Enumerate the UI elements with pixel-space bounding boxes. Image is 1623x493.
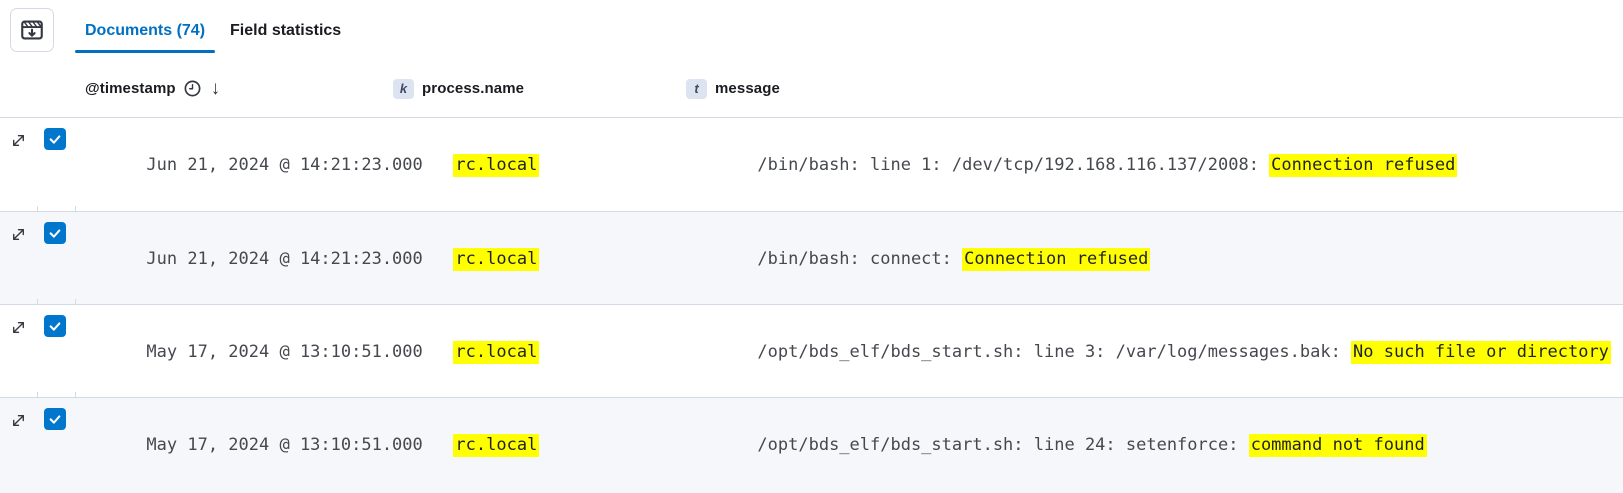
message-value: /opt/bds_elf/bds_start.sh: line 3: /var/… bbox=[757, 341, 1611, 364]
expand-document-button[interactable] bbox=[8, 130, 29, 151]
sort-descending-icon[interactable]: ↓ bbox=[210, 78, 221, 99]
timestamp-cell[interactable]: Jun 21, 2024 @ 14:21:23.000 bbox=[76, 220, 422, 295]
select-cell bbox=[38, 126, 76, 150]
expand-icon bbox=[10, 226, 27, 243]
message-value: /opt/bds_elf/bds_start.sh: line 24: sete… bbox=[757, 434, 1427, 457]
process-name-value: rc.local bbox=[453, 248, 540, 271]
clock-icon bbox=[183, 79, 202, 98]
column-header-process-name[interactable]: k process.name bbox=[390, 60, 684, 117]
field-type-keyword-badge: k bbox=[393, 78, 414, 99]
expand-cell bbox=[0, 313, 38, 338]
tab-field-statistics[interactable]: Field statistics bbox=[230, 21, 342, 39]
process-name-cell[interactable]: rc.local bbox=[390, 313, 684, 388]
checkmark-icon bbox=[47, 318, 63, 334]
document-row: Jun 21, 2024 @ 14:21:23.000 rc.local /bi… bbox=[0, 118, 1623, 211]
process-name-cell[interactable]: rc.local bbox=[390, 406, 684, 481]
grid-display-options-button[interactable] bbox=[10, 8, 54, 52]
grid-header-row: @timestamp ↓ k process.name t message bbox=[0, 60, 1623, 118]
process-name-cell[interactable]: rc.local bbox=[390, 126, 684, 201]
message-value: /bin/bash: line 1: /dev/tcp/192.168.116.… bbox=[757, 154, 1458, 177]
grid-body: Jun 21, 2024 @ 14:21:23.000 rc.local /bi… bbox=[0, 118, 1623, 493]
checkmark-icon bbox=[47, 411, 63, 427]
timestamp-value: Jun 21, 2024 @ 14:21:23.000 bbox=[146, 249, 423, 269]
timestamp-value: Jun 21, 2024 @ 14:21:23.000 bbox=[146, 155, 423, 175]
message-value: /bin/bash: connect: Connection refused bbox=[757, 248, 1151, 271]
expand-cell bbox=[0, 406, 38, 431]
message-column-label: message bbox=[715, 80, 780, 97]
message-cell[interactable]: /opt/bds_elf/bds_start.sh: line 3: /var/… bbox=[684, 313, 1623, 388]
expand-icon bbox=[10, 132, 27, 149]
documents-grid: @timestamp ↓ k process.name t message bbox=[0, 60, 1623, 493]
timestamp-column-label: @timestamp bbox=[85, 80, 176, 97]
message-cell[interactable]: /opt/bds_elf/bds_start.sh: line 24: sete… bbox=[684, 406, 1623, 481]
select-cell bbox=[38, 220, 76, 244]
expand-icon bbox=[10, 412, 27, 429]
results-toolbar: Documents (74) Field statistics bbox=[0, 0, 1623, 60]
expand-icon bbox=[10, 319, 27, 336]
expand-document-button[interactable] bbox=[8, 224, 29, 245]
process-name-value: rc.local bbox=[453, 434, 540, 457]
select-row-checkbox[interactable] bbox=[44, 315, 66, 337]
checkmark-icon bbox=[47, 131, 63, 147]
column-header-message[interactable]: t message bbox=[684, 60, 1623, 117]
select-row-checkbox[interactable] bbox=[44, 408, 66, 430]
timestamp-value: May 17, 2024 @ 13:10:51.000 bbox=[146, 435, 423, 455]
timestamp-value: May 17, 2024 @ 13:10:51.000 bbox=[146, 342, 423, 362]
message-cell[interactable]: /bin/bash: line 1: /dev/tcp/192.168.116.… bbox=[684, 126, 1623, 201]
process-name-value: rc.local bbox=[453, 154, 540, 177]
expand-column-header bbox=[0, 60, 38, 117]
table-download-icon bbox=[19, 17, 45, 43]
select-cell bbox=[38, 313, 76, 337]
document-row: May 17, 2024 @ 13:10:51.000 rc.local /op… bbox=[0, 397, 1623, 493]
expand-document-button[interactable] bbox=[8, 317, 29, 338]
timestamp-cell[interactable]: Jun 21, 2024 @ 14:21:23.000 bbox=[76, 126, 422, 201]
document-row: May 17, 2024 @ 13:10:51.000 rc.local /op… bbox=[0, 304, 1623, 397]
timestamp-cell[interactable]: May 17, 2024 @ 13:10:51.000 bbox=[76, 313, 422, 388]
timestamp-cell[interactable]: May 17, 2024 @ 13:10:51.000 bbox=[76, 406, 422, 481]
select-row-checkbox[interactable] bbox=[44, 128, 66, 150]
expand-document-button[interactable] bbox=[8, 410, 29, 431]
tab-documents[interactable]: Documents (74) bbox=[75, 8, 216, 53]
select-row-checkbox[interactable] bbox=[44, 222, 66, 244]
checkmark-icon bbox=[47, 225, 63, 241]
process-name-column-label: process.name bbox=[422, 80, 525, 97]
document-row: Jun 21, 2024 @ 14:21:23.000 rc.local /bi… bbox=[0, 211, 1623, 304]
process-name-cell[interactable]: rc.local bbox=[390, 220, 684, 295]
select-cell bbox=[38, 406, 76, 430]
field-type-text-badge: t bbox=[686, 78, 707, 99]
expand-cell bbox=[0, 220, 38, 245]
message-cell[interactable]: /bin/bash: connect: Connection refused bbox=[684, 220, 1623, 295]
expand-cell bbox=[0, 126, 38, 151]
process-name-value: rc.local bbox=[453, 341, 540, 364]
view-mode-tabs: Documents (74) Field statistics bbox=[75, 8, 356, 53]
select-column-header bbox=[38, 60, 76, 117]
column-header-timestamp[interactable]: @timestamp ↓ bbox=[76, 60, 390, 117]
